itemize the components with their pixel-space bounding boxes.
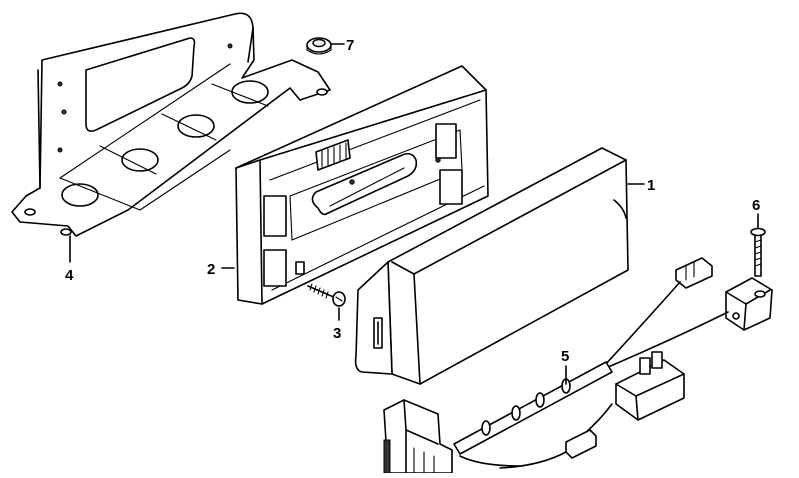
- grommet: [306, 37, 332, 55]
- mounting-bracket: [11, 12, 331, 237]
- callout-7: 7: [346, 37, 354, 54]
- screw: [307, 283, 346, 307]
- callout-2: 2: [207, 261, 215, 278]
- bolt: [750, 227, 766, 277]
- callout-6: 6: [752, 197, 760, 214]
- wiring-harness: [383, 257, 773, 474]
- callout-labels: 1 2 3 4 5 6 7: [65, 37, 760, 365]
- control-unit: [354, 147, 629, 385]
- callout-5: 5: [561, 348, 569, 365]
- holder-plate: [235, 65, 489, 305]
- callout-3: 3: [333, 325, 341, 342]
- leader-lines: [69, 43, 759, 385]
- callout-1: 1: [647, 177, 655, 194]
- callout-4: 4: [65, 267, 74, 284]
